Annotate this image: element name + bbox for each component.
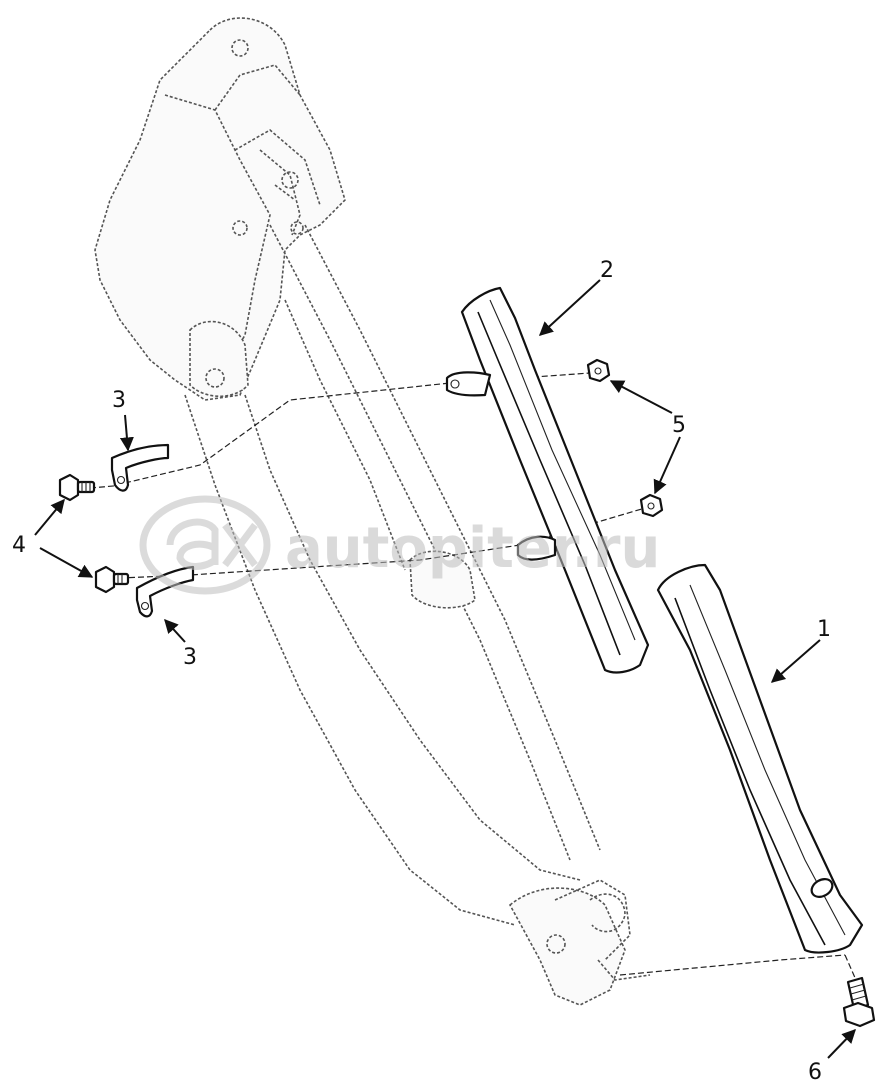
- bolt-bottom: [842, 976, 876, 1028]
- callout-2: 2: [600, 258, 614, 283]
- bolt-middle: [94, 565, 130, 594]
- callout-4: 4: [12, 533, 26, 558]
- guard-channel-upper: [445, 286, 650, 674]
- bolt-upper: [58, 473, 96, 502]
- watermark-logo-icon: [139, 495, 271, 595]
- boom-arm-phantom: [94, 17, 651, 1006]
- callout-3-upper: 3: [112, 388, 126, 413]
- nut-lower: [639, 493, 664, 518]
- watermark: autopiter.ru: [139, 495, 660, 595]
- watermark-text: autopiter.ru: [285, 516, 660, 581]
- callout-labels: 2 1 3 3 4 5 6: [12, 258, 831, 1085]
- callout-1: 1: [817, 617, 831, 642]
- callout-3-lower: 3: [183, 645, 197, 670]
- callout-5: 5: [672, 413, 686, 438]
- callout-6: 6: [808, 1060, 822, 1085]
- nut-upper: [586, 358, 611, 383]
- guard-channel-lower: [656, 563, 864, 954]
- leader-lines: [34, 279, 856, 1059]
- u-clamp-upper: [110, 443, 170, 492]
